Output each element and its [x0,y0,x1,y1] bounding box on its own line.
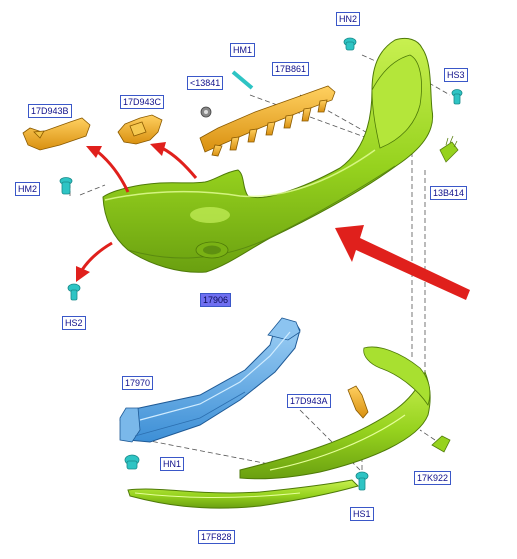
hs2-screw-icon [67,283,81,301]
hs1-screw-icon [355,471,369,491]
label-17d943c: 17D943C [120,95,165,109]
label-hn2: HN2 [336,12,361,26]
label-17b861: 17B861 [272,62,310,76]
label-17k922: 17K922 [414,471,452,485]
label-17970: 17970 [122,376,154,390]
reflector-13b414 [439,135,459,163]
hn2-clip-icon [343,37,357,51]
bracket-17d943b [22,117,91,151]
reinforcement-beam-17970 [119,317,301,443]
bracket-17d943c [117,114,163,145]
label-hs3: HS3 [444,68,468,82]
bracket-17d943a [347,385,369,419]
lower-trim-17f828 [127,479,359,509]
lower-diffuser-17k922 [239,346,431,480]
hm2-clip-icon [59,177,73,195]
red-arrows [76,142,470,300]
label-hs2: HS2 [62,316,86,330]
label-17d943a: 17D943A [287,394,331,408]
label-17906: 17906 [200,293,232,307]
hs3-screw-icon [451,89,463,105]
absorber-bracket-17b861 [199,85,336,157]
label-17f828: 17F828 [198,530,235,544]
label-17d943b: 17D943B [28,104,72,118]
clip-17k922-icon [431,435,451,453]
label-hm2: HM2 [15,182,41,196]
label-13b414: 13B414 [430,186,468,200]
label-hm1: HM1 [230,43,256,57]
hn1-nut-icon [124,454,140,470]
bumper-cover-17906 [102,37,434,273]
label-hs1: HS1 [350,507,374,521]
label-hn1: HN1 [160,457,185,471]
nut-13841-icon [200,106,212,118]
label-13841: <13841 [187,76,224,90]
hm1-stud-icon [231,70,254,90]
